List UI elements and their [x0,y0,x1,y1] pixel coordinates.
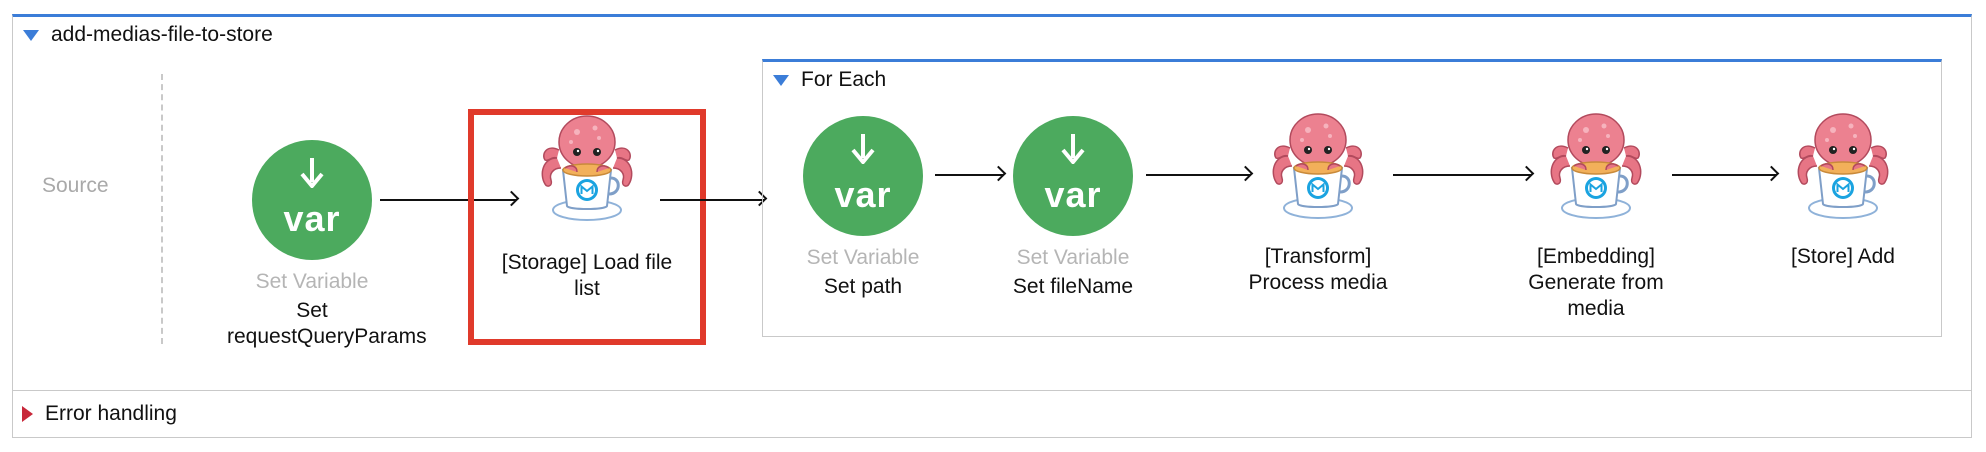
var-icon-text: var [283,198,341,239]
var-icon[interactable]: var [252,140,372,260]
error-handling-section [12,390,1972,438]
node-name: Set fileName [1012,275,1134,298]
flow-arrow [1146,174,1250,176]
node-embedding[interactable]: [Embedding] Generate from media [1496,112,1696,322]
octopus-mule-cup-icon[interactable] [1793,112,1893,222]
octopus-mule-cup-icon[interactable] [1268,112,1368,222]
collapse-triangle-icon[interactable] [773,74,789,86]
expand-triangle-icon[interactable] [22,406,33,422]
var-icon-text: var [834,174,892,215]
node-name: Set requestQueryParams [227,299,427,348]
flow-container: add-medias-file-to-store [12,14,1972,391]
flow-arrow [935,174,1003,176]
node-type: Set Variable [255,270,369,293]
octopus-mule-cup-icon[interactable] [537,114,637,224]
for-each-header[interactable]: For Each [773,68,886,92]
node-type: Set Variable [1016,246,1130,269]
node-name: [Transform] Process media [1248,245,1388,294]
flow-arrow [1393,174,1531,176]
flow-header[interactable]: add-medias-file-to-store [23,23,273,47]
var-icon[interactable]: var [1013,116,1133,236]
down-arrow-icon [851,134,875,164]
flow-arrow [660,199,764,201]
flow-arrow [1672,174,1776,176]
node-set-file-name[interactable]: var Set Variable Set fileName [993,116,1153,300]
error-handling-label: Error handling [45,402,177,425]
node-store-add[interactable]: [Store] Add [1743,112,1943,270]
node-storage-load-file-list[interactable]: [Storage] Load file list [474,114,700,302]
node-set-request-query-params[interactable]: var Set Variable Set requestQueryParams [222,140,427,350]
flow-arrow [380,199,516,201]
for-each-scope[interactable]: For Each [762,59,1942,337]
var-icon[interactable]: var [803,116,923,236]
node-name: Set path [823,275,903,298]
var-icon-text: var [1044,174,1102,215]
node-name: [Storage] Load file list [501,251,673,300]
node-name: [Embedding] Generate from media [1528,245,1664,320]
node-set-path[interactable]: var Set Variable Set path [783,116,943,300]
down-arrow-icon [1061,134,1085,164]
node-transform[interactable]: [Transform] Process media [1218,112,1418,296]
octopus-mule-cup-icon[interactable] [1546,112,1646,222]
source-label[interactable]: Source [42,174,109,197]
down-arrow-icon [300,158,324,188]
source-divider [161,74,163,344]
node-name: [Store] Add [1791,245,1895,268]
node-type: Set Variable [806,246,920,269]
collapse-triangle-icon[interactable] [23,29,39,41]
flow-name: add-medias-file-to-store [51,23,273,46]
error-handling-header[interactable]: Error handling [22,402,177,426]
for-each-title: For Each [801,68,887,91]
